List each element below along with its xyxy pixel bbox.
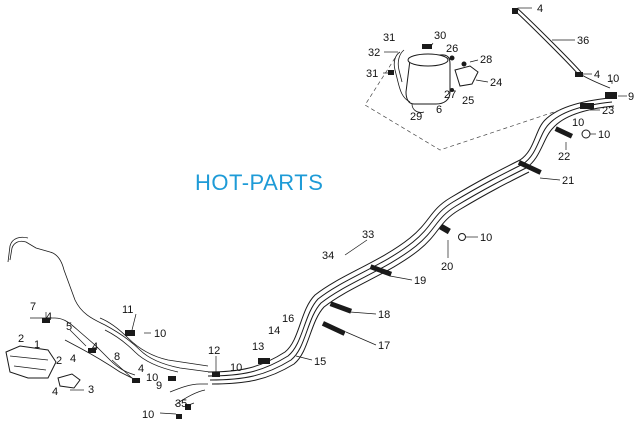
callout-10: 10 — [230, 362, 242, 374]
clip — [132, 378, 140, 383]
callout-36: 36 — [577, 35, 589, 47]
callout-3: 3 — [88, 384, 94, 396]
callout-17: 17 — [378, 340, 390, 352]
callout-26: 26 — [446, 43, 458, 55]
clip — [369, 264, 393, 277]
callout-28: 28 — [480, 54, 492, 66]
clip — [439, 223, 451, 235]
callout-31: 31 — [383, 32, 395, 44]
clip — [321, 321, 346, 336]
front-fuel-pipe-routing — [7, 236, 211, 406]
clip — [212, 372, 220, 377]
vent-hose — [513, 7, 611, 89]
callout-1: 1 — [34, 339, 40, 351]
callout-20: 20 — [441, 261, 453, 273]
canister-assembly — [364, 44, 561, 151]
callout-33: 33 — [362, 229, 374, 241]
callout-34: 34 — [322, 250, 334, 262]
bolt — [461, 61, 467, 67]
clip — [388, 70, 394, 75]
clip — [185, 404, 191, 410]
callout-9: 9 — [628, 91, 634, 103]
callout-10: 10 — [146, 372, 158, 384]
callout-25: 25 — [462, 95, 474, 107]
callout-15: 15 — [314, 356, 326, 368]
callout-10: 10 — [607, 73, 619, 85]
bolt — [449, 55, 455, 61]
clip — [554, 126, 574, 139]
clip — [329, 301, 353, 314]
callout-10: 10 — [154, 328, 166, 340]
callout-31: 31 — [366, 68, 378, 80]
washer — [581, 129, 591, 139]
clip — [575, 72, 583, 77]
callout-4: 4 — [52, 386, 58, 398]
bolt — [450, 88, 454, 92]
clip — [605, 92, 617, 99]
callout-4: 4 — [92, 341, 98, 353]
callout-14: 14 — [268, 325, 280, 337]
callout-4: 4 — [594, 69, 600, 81]
clip — [88, 348, 96, 353]
callout-10: 10 — [480, 232, 492, 244]
callout-10: 10 — [572, 117, 584, 129]
callout-4: 4 — [46, 311, 52, 323]
callout-2: 2 — [56, 355, 62, 367]
left-bracket-parts — [5, 318, 191, 419]
clip — [580, 103, 594, 109]
callout-8: 8 — [114, 351, 120, 363]
callout-6: 6 — [436, 104, 442, 116]
clip — [422, 44, 432, 49]
clip — [517, 160, 542, 175]
watermark-text: HOT-PARTS — [195, 170, 324, 195]
callout-32: 32 — [368, 47, 380, 59]
clip — [168, 376, 176, 381]
callout-11: 11 — [122, 304, 133, 316]
callout-23: 23 — [602, 105, 614, 117]
callout-35: 35 — [175, 398, 187, 410]
callout-13: 13 — [252, 341, 264, 353]
callout-10: 10 — [142, 409, 154, 421]
callout-4: 4 — [537, 3, 543, 15]
callout-16: 16 — [282, 313, 294, 325]
callout-4: 4 — [70, 353, 76, 365]
clip — [125, 330, 135, 336]
main-fuel-pipe-bundle — [207, 97, 615, 385]
callout-19: 19 — [414, 275, 426, 287]
callout-7: 7 — [30, 301, 36, 313]
callout-5: 5 — [66, 321, 72, 333]
callout-9: 9 — [156, 380, 162, 392]
washer — [458, 233, 466, 241]
clip — [258, 358, 270, 364]
callout-2: 2 — [18, 333, 24, 345]
leader-lines — [45, 7, 627, 415]
callout-22: 22 — [558, 151, 570, 163]
callout-18: 18 — [378, 309, 390, 321]
clip — [176, 414, 182, 419]
pipe-clips — [125, 8, 617, 381]
callout-10: 10 — [598, 129, 610, 141]
callout-12: 12 — [208, 345, 220, 357]
callout-24: 24 — [490, 77, 502, 89]
callout-labels: 4 36 4 10 9 23 10 10 22 21 31 30 26 32 2… — [18, 3, 634, 421]
callout-30: 30 — [434, 30, 446, 42]
clip — [42, 318, 50, 323]
callout-29: 29 — [410, 111, 422, 123]
callout-21: 21 — [562, 175, 574, 187]
callout-27: 27 — [444, 89, 456, 101]
callout-4: 4 — [138, 363, 144, 375]
